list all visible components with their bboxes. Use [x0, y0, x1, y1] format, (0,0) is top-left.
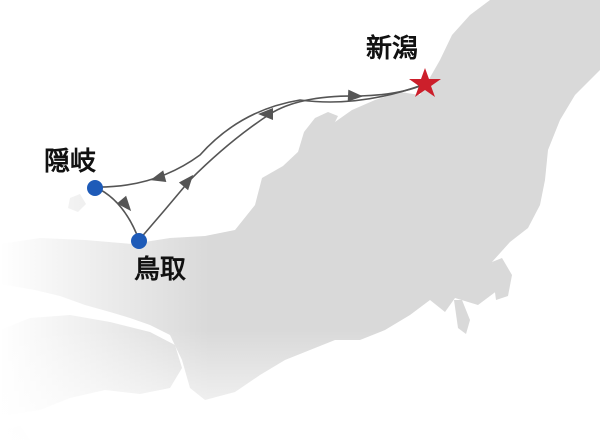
place-label-tottori: 鳥取 — [134, 255, 186, 285]
arrow-icon — [347, 89, 363, 102]
arrow-icon — [150, 170, 167, 182]
arrow-icon — [258, 108, 273, 120]
dot-icon — [87, 180, 103, 196]
dot-icon — [131, 233, 147, 249]
place-label-oki: 隠岐 — [44, 147, 96, 177]
routes — [94, 83, 426, 241]
arrow-icon — [178, 174, 194, 191]
arrow-icon — [116, 195, 132, 212]
star-icon — [409, 68, 441, 97]
place-label-niigata: 新潟 — [366, 33, 418, 64]
